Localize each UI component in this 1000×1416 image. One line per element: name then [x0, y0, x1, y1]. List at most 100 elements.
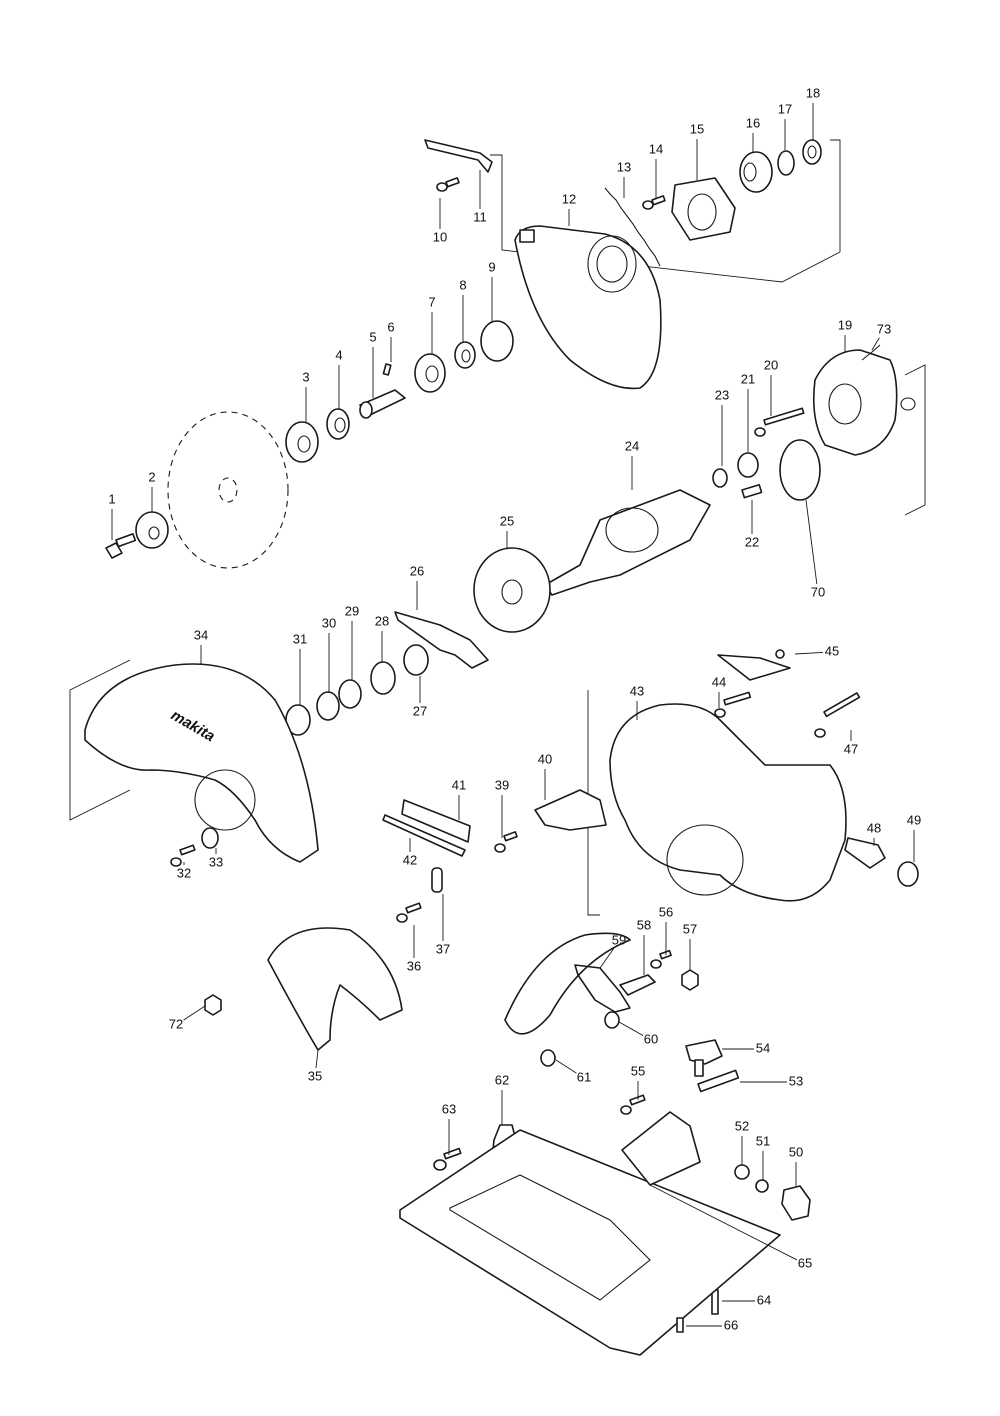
- part-label-7: 7: [428, 294, 435, 309]
- leader-line-61: [555, 1059, 577, 1074]
- part-14-screw: [642, 195, 666, 210]
- part-label-65: 65: [798, 1255, 812, 1270]
- part-label-53: 53: [789, 1073, 803, 1088]
- part-4-ring: [326, 408, 350, 440]
- part-label-3: 3: [302, 369, 309, 384]
- part-label-5: 5: [369, 329, 376, 344]
- leader-line-45: [794, 652, 824, 655]
- part-label-4: 4: [335, 347, 342, 362]
- part-label-23: 23: [715, 387, 729, 402]
- part-label-72: 72: [169, 1016, 183, 1031]
- part-label-57: 57: [683, 921, 697, 936]
- part-label-44: 44: [712, 674, 726, 689]
- leader-line-73: [871, 337, 880, 351]
- part-21-ball-bearing: [737, 452, 759, 478]
- frame-motor-housing: [587, 690, 600, 916]
- part-61-washer: [540, 1049, 556, 1067]
- part-13-spring: [604, 187, 661, 267]
- part-73-field-lead: [861, 344, 881, 361]
- part-label-27: 27: [413, 703, 427, 718]
- part-42-pin: [382, 814, 466, 857]
- part-label-47: 47: [844, 741, 858, 756]
- leader-line-59: [599, 948, 615, 969]
- part-65-base: [399, 1111, 781, 1356]
- part-label-37: 37: [436, 941, 450, 956]
- part-label-28: 28: [375, 613, 389, 628]
- part-52-washer: [734, 1164, 750, 1180]
- part-29-o-ring: [338, 679, 362, 709]
- part-label-70: 70: [811, 584, 825, 599]
- part-12-gear-housing-cover: [514, 225, 662, 390]
- part-label-30: 30: [322, 615, 336, 630]
- part-1-hex-bolt: [105, 533, 137, 559]
- part-7-ball-bearing: [414, 353, 446, 393]
- part-39-screw: [494, 831, 518, 853]
- leader-line-60: [618, 1021, 644, 1036]
- part-41-handle-pipe: [401, 799, 471, 843]
- part-label-42: 42: [403, 852, 417, 867]
- part-37-plate: [431, 867, 443, 893]
- part-26-baffle-plate: [394, 611, 489, 669]
- part-label-14: 14: [649, 141, 663, 156]
- part-label-45: 45: [825, 643, 839, 658]
- part-label-31: 31: [293, 631, 307, 646]
- part-label-13: 13: [617, 159, 631, 174]
- part-label-21: 21: [741, 371, 755, 386]
- part-label-29: 29: [345, 603, 359, 618]
- part-17-retaining-ring: [777, 150, 795, 176]
- part-label-61: 61: [577, 1069, 591, 1084]
- part-label-12: 12: [562, 191, 576, 206]
- part-19-field: [812, 349, 916, 456]
- part-28-ball-bearing: [370, 661, 396, 695]
- part-60-washer: [604, 1011, 620, 1029]
- part-43-motor-housing: [609, 703, 847, 902]
- part-label-58: 58: [637, 917, 651, 932]
- part-53-pin: [697, 1069, 740, 1093]
- part-label-33: 33: [209, 854, 223, 869]
- part-16-gear: [739, 151, 773, 193]
- part-label-17: 17: [778, 101, 792, 116]
- part-label-43: 43: [630, 683, 644, 698]
- leader-line-72: [183, 1005, 206, 1021]
- part-35-safety-cover: [267, 927, 403, 1051]
- part-44-screw: [714, 691, 752, 718]
- part-label-34: 34: [194, 627, 208, 642]
- part-label-18: 18: [806, 85, 820, 100]
- part-label-20: 20: [764, 357, 778, 372]
- part-23-ring: [712, 468, 728, 488]
- part-58-link: [619, 974, 656, 996]
- part-label-36: 36: [407, 958, 421, 973]
- part-label-54: 54: [756, 1040, 770, 1055]
- assembly-frames: [69, 139, 926, 916]
- part-22-pin: [741, 483, 763, 499]
- part-label-73: 73: [877, 321, 891, 336]
- part-label-32: 32: [177, 865, 191, 880]
- part-label-48: 48: [867, 820, 881, 835]
- part-3-inner-flange: [285, 421, 319, 463]
- part-50-knob: [781, 1185, 811, 1221]
- part-label-6: 6: [387, 319, 394, 334]
- part-10-screw: [436, 177, 460, 192]
- part-45-name-plate-and-screw: [717, 649, 791, 681]
- part-label-11: 11: [473, 209, 487, 224]
- part-label-24: 24: [625, 438, 639, 453]
- part-27-ball-bearing: [403, 644, 429, 676]
- part-label-66: 66: [724, 1317, 738, 1332]
- part-label-50: 50: [789, 1144, 803, 1159]
- part-25-fan: [473, 547, 551, 633]
- part-5-spindle: [359, 389, 406, 419]
- part-label-1: 1: [108, 491, 115, 506]
- part-15-bearing-box: [671, 177, 736, 241]
- part-label-16: 16: [746, 115, 760, 130]
- leader-lines: [111, 103, 915, 1327]
- part-label-62: 62: [495, 1072, 509, 1087]
- part-55-screw: [620, 1094, 646, 1115]
- part-57-hex-nut: [681, 969, 699, 991]
- part-33-collar: [201, 827, 219, 849]
- part-label-15: 15: [690, 121, 704, 136]
- part-47-screw: [814, 692, 861, 738]
- part-9-retaining-ring: [480, 320, 514, 362]
- part-label-35: 35: [308, 1068, 322, 1083]
